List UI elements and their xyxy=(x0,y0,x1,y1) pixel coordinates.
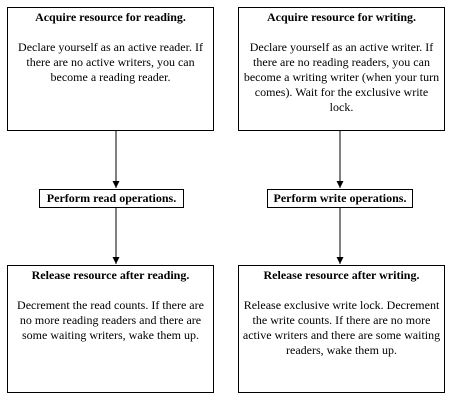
release-reading-title: Release resource after reading. xyxy=(31,268,190,282)
release-reading-text: Decrement the read counts. If there are … xyxy=(17,298,204,342)
acquire-writing-box: Acquire resource for writing. Declare yo… xyxy=(238,7,445,131)
acquire-writing-text: Declare yourself as an active writer. If… xyxy=(243,40,440,114)
acquire-writing-title: Acquire resource for writing. xyxy=(266,10,417,24)
release-writing-box: Release resource after writing. Release … xyxy=(238,265,445,393)
acquire-reading-title: Acquire resource for reading. xyxy=(35,10,186,24)
release-writing-text: Release exclusive write lock. Decrement … xyxy=(242,298,441,357)
release-reading-box: Release resource after reading. Decremen… xyxy=(7,265,214,393)
perform-write-box: Perform write operations. xyxy=(267,189,413,208)
acquire-reading-text: Declare yourself as an active reader. If… xyxy=(18,40,203,84)
acquire-reading-box: Acquire resource for reading. Declare yo… xyxy=(7,7,214,131)
release-writing-title: Release resource after writing. xyxy=(263,268,420,282)
perform-read-box: Perform read operations. xyxy=(39,189,184,208)
